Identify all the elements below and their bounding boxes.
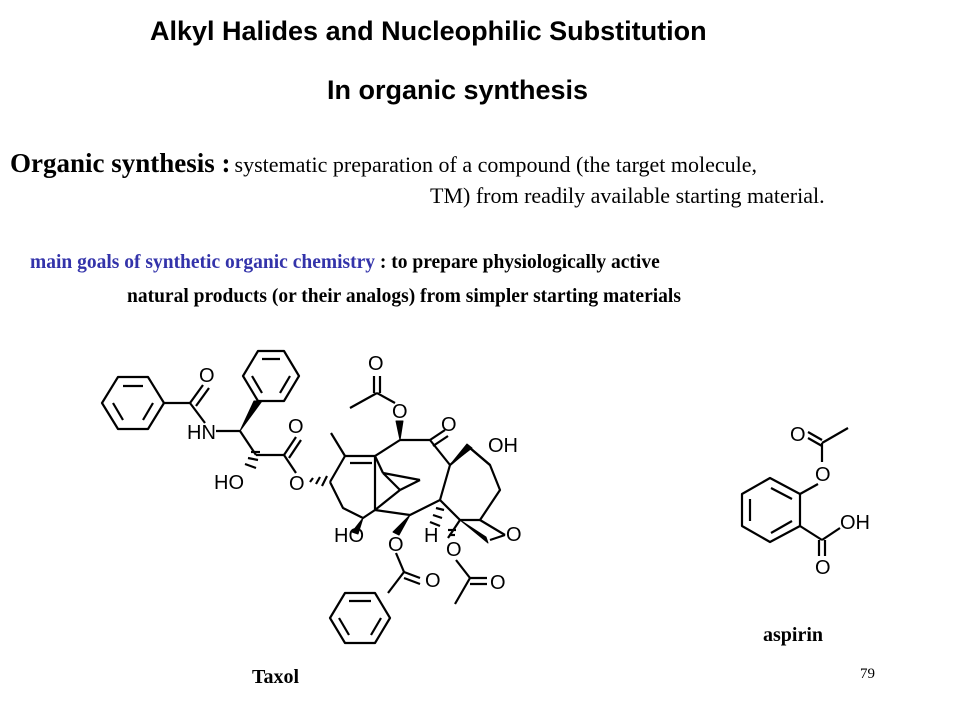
bond bbox=[374, 439, 401, 457]
taxol-phenyl-ring bbox=[241, 349, 301, 403]
wedge-bond bbox=[449, 443, 473, 466]
bond bbox=[283, 436, 297, 456]
atom-o: O bbox=[425, 570, 441, 592]
taxol-benzoyl-ring bbox=[100, 375, 166, 431]
bond bbox=[799, 483, 819, 495]
atom-ho: HO bbox=[214, 472, 244, 494]
bond bbox=[489, 533, 506, 542]
bond bbox=[382, 471, 421, 482]
bond bbox=[349, 392, 378, 409]
bond bbox=[387, 571, 405, 594]
atom-o: O bbox=[388, 534, 404, 556]
atom-o: O bbox=[289, 473, 305, 495]
bond bbox=[770, 487, 793, 500]
aspirin-label: aspirin bbox=[763, 624, 824, 646]
aspirin-benzene-ring bbox=[740, 476, 802, 544]
page-number: 79 bbox=[860, 666, 875, 682]
bond bbox=[403, 576, 421, 586]
bond bbox=[374, 455, 384, 474]
hash-bond bbox=[429, 506, 445, 528]
bond bbox=[382, 472, 401, 491]
bond bbox=[429, 429, 446, 441]
definition-term: Organic synthesis : bbox=[10, 148, 231, 178]
wedge-bond bbox=[239, 400, 263, 432]
wedge-bond bbox=[392, 514, 411, 536]
atom-h: H bbox=[424, 525, 438, 547]
atom-o: O bbox=[446, 539, 462, 561]
bond bbox=[821, 427, 849, 444]
bond bbox=[195, 387, 210, 407]
bond bbox=[279, 375, 291, 394]
bond bbox=[469, 447, 491, 466]
atom-o: O bbox=[441, 414, 457, 436]
bond bbox=[288, 439, 302, 459]
atom-o: O bbox=[392, 401, 408, 423]
slide-title-line2: In organic synthesis bbox=[327, 75, 589, 105]
bond bbox=[330, 432, 346, 457]
bond bbox=[770, 520, 793, 534]
wedge-bond bbox=[351, 517, 364, 535]
atom-o: O bbox=[490, 572, 506, 594]
bond bbox=[189, 384, 204, 404]
definition-line1: Organic synthesis : systematic preparati… bbox=[10, 148, 757, 179]
bond bbox=[142, 402, 154, 421]
bond bbox=[376, 392, 396, 404]
goals-text-line2: natural products (or their analogs) from… bbox=[127, 286, 681, 307]
definition-text-line1: systematic preparation of a compound (th… bbox=[234, 152, 758, 177]
bond bbox=[399, 479, 421, 491]
wedge-bond bbox=[459, 519, 489, 544]
hash-bond bbox=[309, 475, 328, 487]
bond bbox=[394, 552, 406, 573]
goals-label: main goals of synthetic organic chemistr… bbox=[30, 252, 376, 273]
bond bbox=[807, 437, 823, 447]
goals-line1: main goals of synthetic organic chemistr… bbox=[30, 252, 660, 274]
bond bbox=[821, 527, 841, 541]
bond bbox=[112, 402, 124, 421]
atom-o: O bbox=[288, 416, 304, 438]
bond bbox=[455, 559, 471, 579]
taxol-ring-b bbox=[374, 438, 452, 517]
goals-text-line1: : to prepare physiologically active bbox=[379, 252, 660, 273]
atom-oh: OH bbox=[840, 512, 870, 534]
bond bbox=[454, 577, 471, 605]
atom-o: O bbox=[815, 464, 831, 486]
atom-o: O bbox=[199, 365, 215, 387]
taxol-label: Taxol bbox=[252, 666, 300, 688]
bond bbox=[251, 375, 263, 394]
bond bbox=[189, 402, 206, 424]
bond bbox=[403, 570, 421, 580]
bond bbox=[338, 617, 350, 636]
atom-o: O bbox=[815, 557, 831, 579]
atom-hn: HN bbox=[187, 422, 216, 444]
bond bbox=[479, 519, 506, 536]
bond bbox=[432, 435, 449, 447]
hash-bond bbox=[244, 450, 260, 470]
wedge-bond bbox=[395, 420, 404, 441]
bond bbox=[799, 525, 823, 541]
bond bbox=[374, 489, 401, 511]
atom-oh: OH bbox=[488, 435, 518, 457]
atom-o: O bbox=[506, 524, 522, 546]
slide-title-line1: Alkyl Halides and Nucleophilic Substitut… bbox=[150, 16, 707, 46]
hash-bond bbox=[448, 528, 456, 537]
bond bbox=[370, 617, 382, 636]
definition-text-line2: TM) from readily available starting mate… bbox=[430, 183, 825, 208]
atom-ho: HO bbox=[334, 525, 364, 547]
taxol-benzoate-ring bbox=[328, 591, 392, 645]
bond bbox=[807, 431, 823, 441]
atom-o: O bbox=[790, 424, 806, 446]
atom-o: O bbox=[368, 353, 384, 375]
bond bbox=[283, 454, 297, 474]
